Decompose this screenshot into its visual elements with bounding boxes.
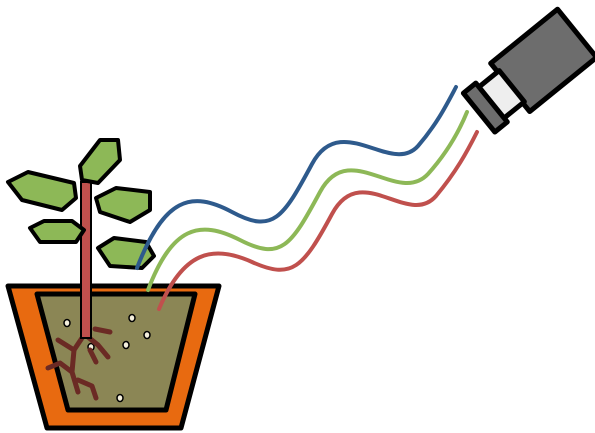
leaf-mid-left	[30, 221, 84, 242]
camera-icon	[460, 9, 595, 136]
plant-stem	[81, 182, 91, 338]
wave-blue	[137, 87, 456, 268]
leaf-lower-right	[98, 238, 154, 268]
spectral-wave-icons	[137, 87, 477, 309]
leaf-upper-left	[8, 172, 76, 210]
leaf-top	[80, 140, 120, 183]
leaf-upper-right	[96, 188, 150, 222]
potted-plant-icon	[8, 140, 219, 428]
wave-red	[159, 132, 477, 309]
